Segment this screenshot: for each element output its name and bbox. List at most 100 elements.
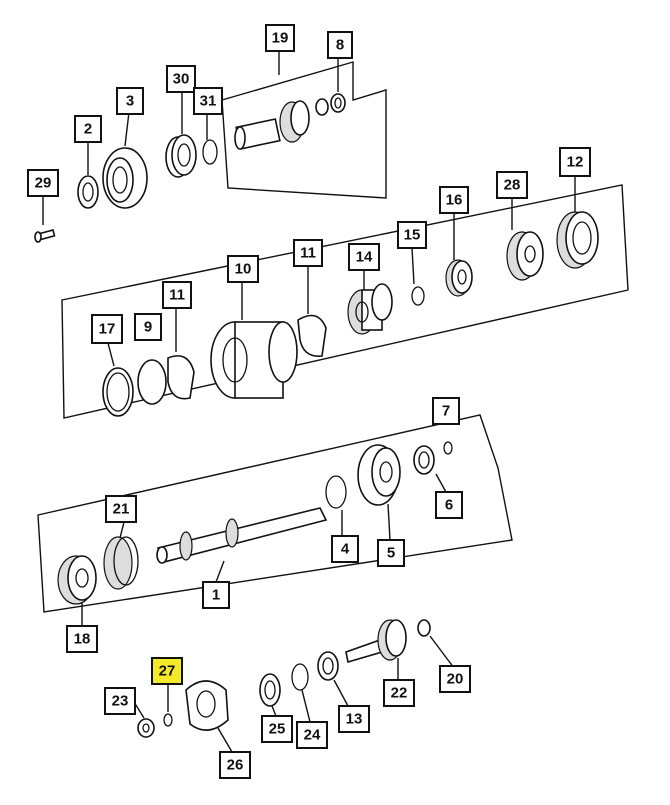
callout-29: 29 [27, 169, 59, 197]
callout-31: 31 [193, 87, 223, 115]
assembly-frame-middle [61, 184, 629, 419]
callout-24: 24 [296, 721, 328, 749]
part-7-snap-ring [443, 441, 453, 455]
part-13-bearing [317, 651, 339, 681]
callout-13: 13 [338, 705, 370, 733]
callout-30: 30 [166, 65, 196, 93]
part-22-shaft-gear [345, 619, 407, 664]
svg-text:28: 28 [504, 177, 521, 194]
part-29-bolt [34, 229, 56, 243]
callout-18: 18 [66, 625, 98, 653]
svg-text:16: 16 [446, 192, 463, 209]
part-25-seal [259, 673, 281, 707]
svg-text:7: 7 [442, 403, 450, 420]
part-11-gasket-left [167, 355, 195, 400]
callout-1: 1 [202, 581, 230, 609]
part-31-snap-ring [202, 139, 218, 165]
callout-11-right: 11 [293, 239, 323, 267]
callout-11-left: 11 [162, 281, 192, 309]
svg-text:20: 20 [447, 671, 464, 688]
part-8-bearings [315, 93, 346, 116]
svg-text:21: 21 [113, 501, 130, 518]
svg-text:22: 22 [391, 685, 408, 702]
part-6-bearing [413, 445, 435, 475]
callout-14: 14 [348, 243, 380, 271]
part-3-retainer [102, 147, 148, 209]
part-17-ring [102, 367, 134, 417]
part-14-hub [347, 283, 393, 335]
part-20-bearing [417, 619, 431, 637]
callout-9: 9 [134, 313, 162, 341]
callout-16: 16 [439, 186, 469, 214]
svg-text:6: 6 [445, 497, 453, 514]
part-24-snap-ring [291, 663, 309, 691]
callout-26: 26 [219, 751, 251, 779]
svg-text:13: 13 [346, 711, 363, 728]
svg-text:26: 26 [227, 757, 244, 774]
svg-text:1: 1 [212, 587, 220, 604]
callout-25: 25 [261, 715, 293, 743]
svg-text:11: 11 [169, 287, 185, 304]
callout-20: 20 [439, 665, 471, 693]
svg-text:29: 29 [35, 175, 52, 192]
svg-text:30: 30 [173, 71, 190, 88]
svg-text:9: 9 [144, 319, 152, 336]
callout-27: 27 [151, 657, 183, 685]
svg-text:17: 17 [99, 321, 116, 338]
svg-text:25: 25 [269, 721, 286, 738]
part-12-sleeve [556, 211, 599, 269]
part-28-gear [506, 231, 544, 281]
callout-7: 7 [432, 397, 460, 425]
part-18-gear [57, 555, 97, 605]
part-23-nut [137, 718, 155, 738]
part-16-thrust-plate [445, 259, 473, 297]
part-5-cover [357, 444, 401, 506]
callout-12: 12 [559, 147, 591, 177]
svg-text:18: 18 [74, 631, 91, 648]
callout-19: 19 [265, 24, 295, 52]
callout-17: 17 [91, 314, 123, 344]
svg-text:12: 12 [567, 154, 584, 171]
svg-text:24: 24 [304, 727, 321, 744]
part-30-bearing [165, 134, 197, 178]
svg-text:2: 2 [84, 121, 92, 138]
svg-text:23: 23 [112, 693, 129, 710]
assembly-frame-lower [37, 414, 513, 613]
part-21-needle-bearing [103, 536, 139, 590]
callout-23: 23 [104, 687, 136, 715]
callout-4: 4 [331, 535, 359, 563]
svg-text:4: 4 [341, 541, 350, 558]
part-15-snap-ring [411, 286, 425, 306]
callout-22: 22 [383, 679, 415, 707]
part-4-ring [325, 475, 347, 509]
callout-28: 28 [496, 171, 528, 199]
part-26-flange [185, 680, 229, 731]
callout-6: 6 [435, 491, 463, 519]
svg-text:15: 15 [404, 227, 421, 244]
part-11-gasket-right [297, 314, 327, 357]
callout-2: 2 [74, 115, 102, 143]
part-10-case [210, 321, 298, 399]
part-1-input-shaft [156, 507, 328, 564]
part-2-seal [77, 175, 99, 209]
callout-10: 10 [227, 255, 259, 283]
part-9-shim [137, 359, 167, 405]
part-19-shaft [234, 100, 310, 150]
svg-text:3: 3 [126, 93, 134, 110]
callout-3: 3 [116, 87, 144, 115]
svg-text:10: 10 [235, 261, 252, 278]
leader-lines [42, 52, 576, 753]
svg-text:27: 27 [159, 663, 176, 680]
svg-text:8: 8 [336, 37, 344, 54]
svg-text:19: 19 [272, 30, 289, 47]
callout-8: 8 [327, 31, 353, 59]
svg-text:14: 14 [356, 249, 373, 266]
callout-21: 21 [105, 495, 137, 523]
callout-15: 15 [397, 221, 427, 249]
callout-5: 5 [377, 539, 405, 567]
part-27-washer [163, 713, 173, 727]
assembly-frame-top [221, 61, 387, 199]
svg-text:5: 5 [387, 545, 395, 562]
svg-text:11: 11 [300, 245, 316, 262]
